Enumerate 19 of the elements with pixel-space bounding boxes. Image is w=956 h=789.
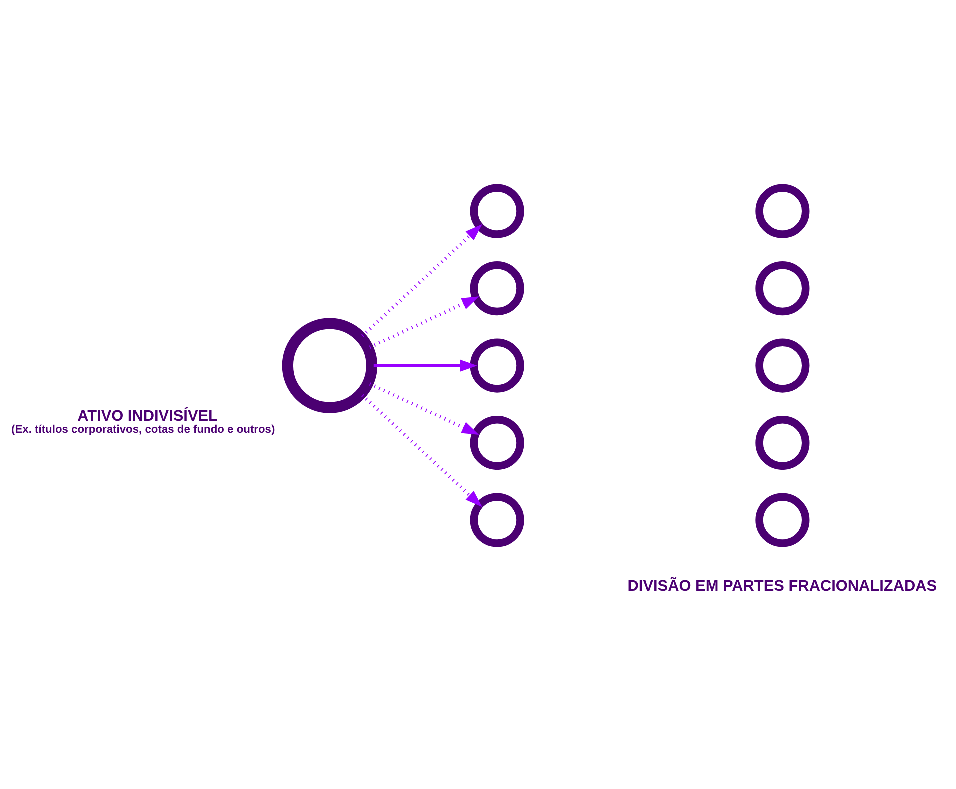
node-circle: [756, 184, 810, 238]
arrow: [362, 224, 482, 337]
node-circle: [756, 416, 810, 470]
arrow: [369, 382, 480, 435]
node-circle: [756, 338, 810, 392]
node-label: (Ex. títulos corporativos, cotas de fundo e outros): [12, 424, 276, 436]
node-label: ATIVO INDIVISÍVEL: [78, 408, 218, 425]
node-circle: [282, 318, 378, 413]
node-circle: [470, 261, 524, 316]
arrow: [369, 296, 480, 349]
node-circle: [470, 184, 524, 238]
node-circle: [470, 338, 524, 392]
arrow: [362, 394, 482, 507]
node-circle: [756, 261, 810, 316]
node-circle: [756, 492, 810, 547]
node-circle: [470, 416, 524, 470]
label: DIVISÃO EM PARTES FRACIONALIZADAS: [628, 578, 938, 595]
node-circle: [470, 492, 524, 547]
arrow: [374, 359, 478, 372]
